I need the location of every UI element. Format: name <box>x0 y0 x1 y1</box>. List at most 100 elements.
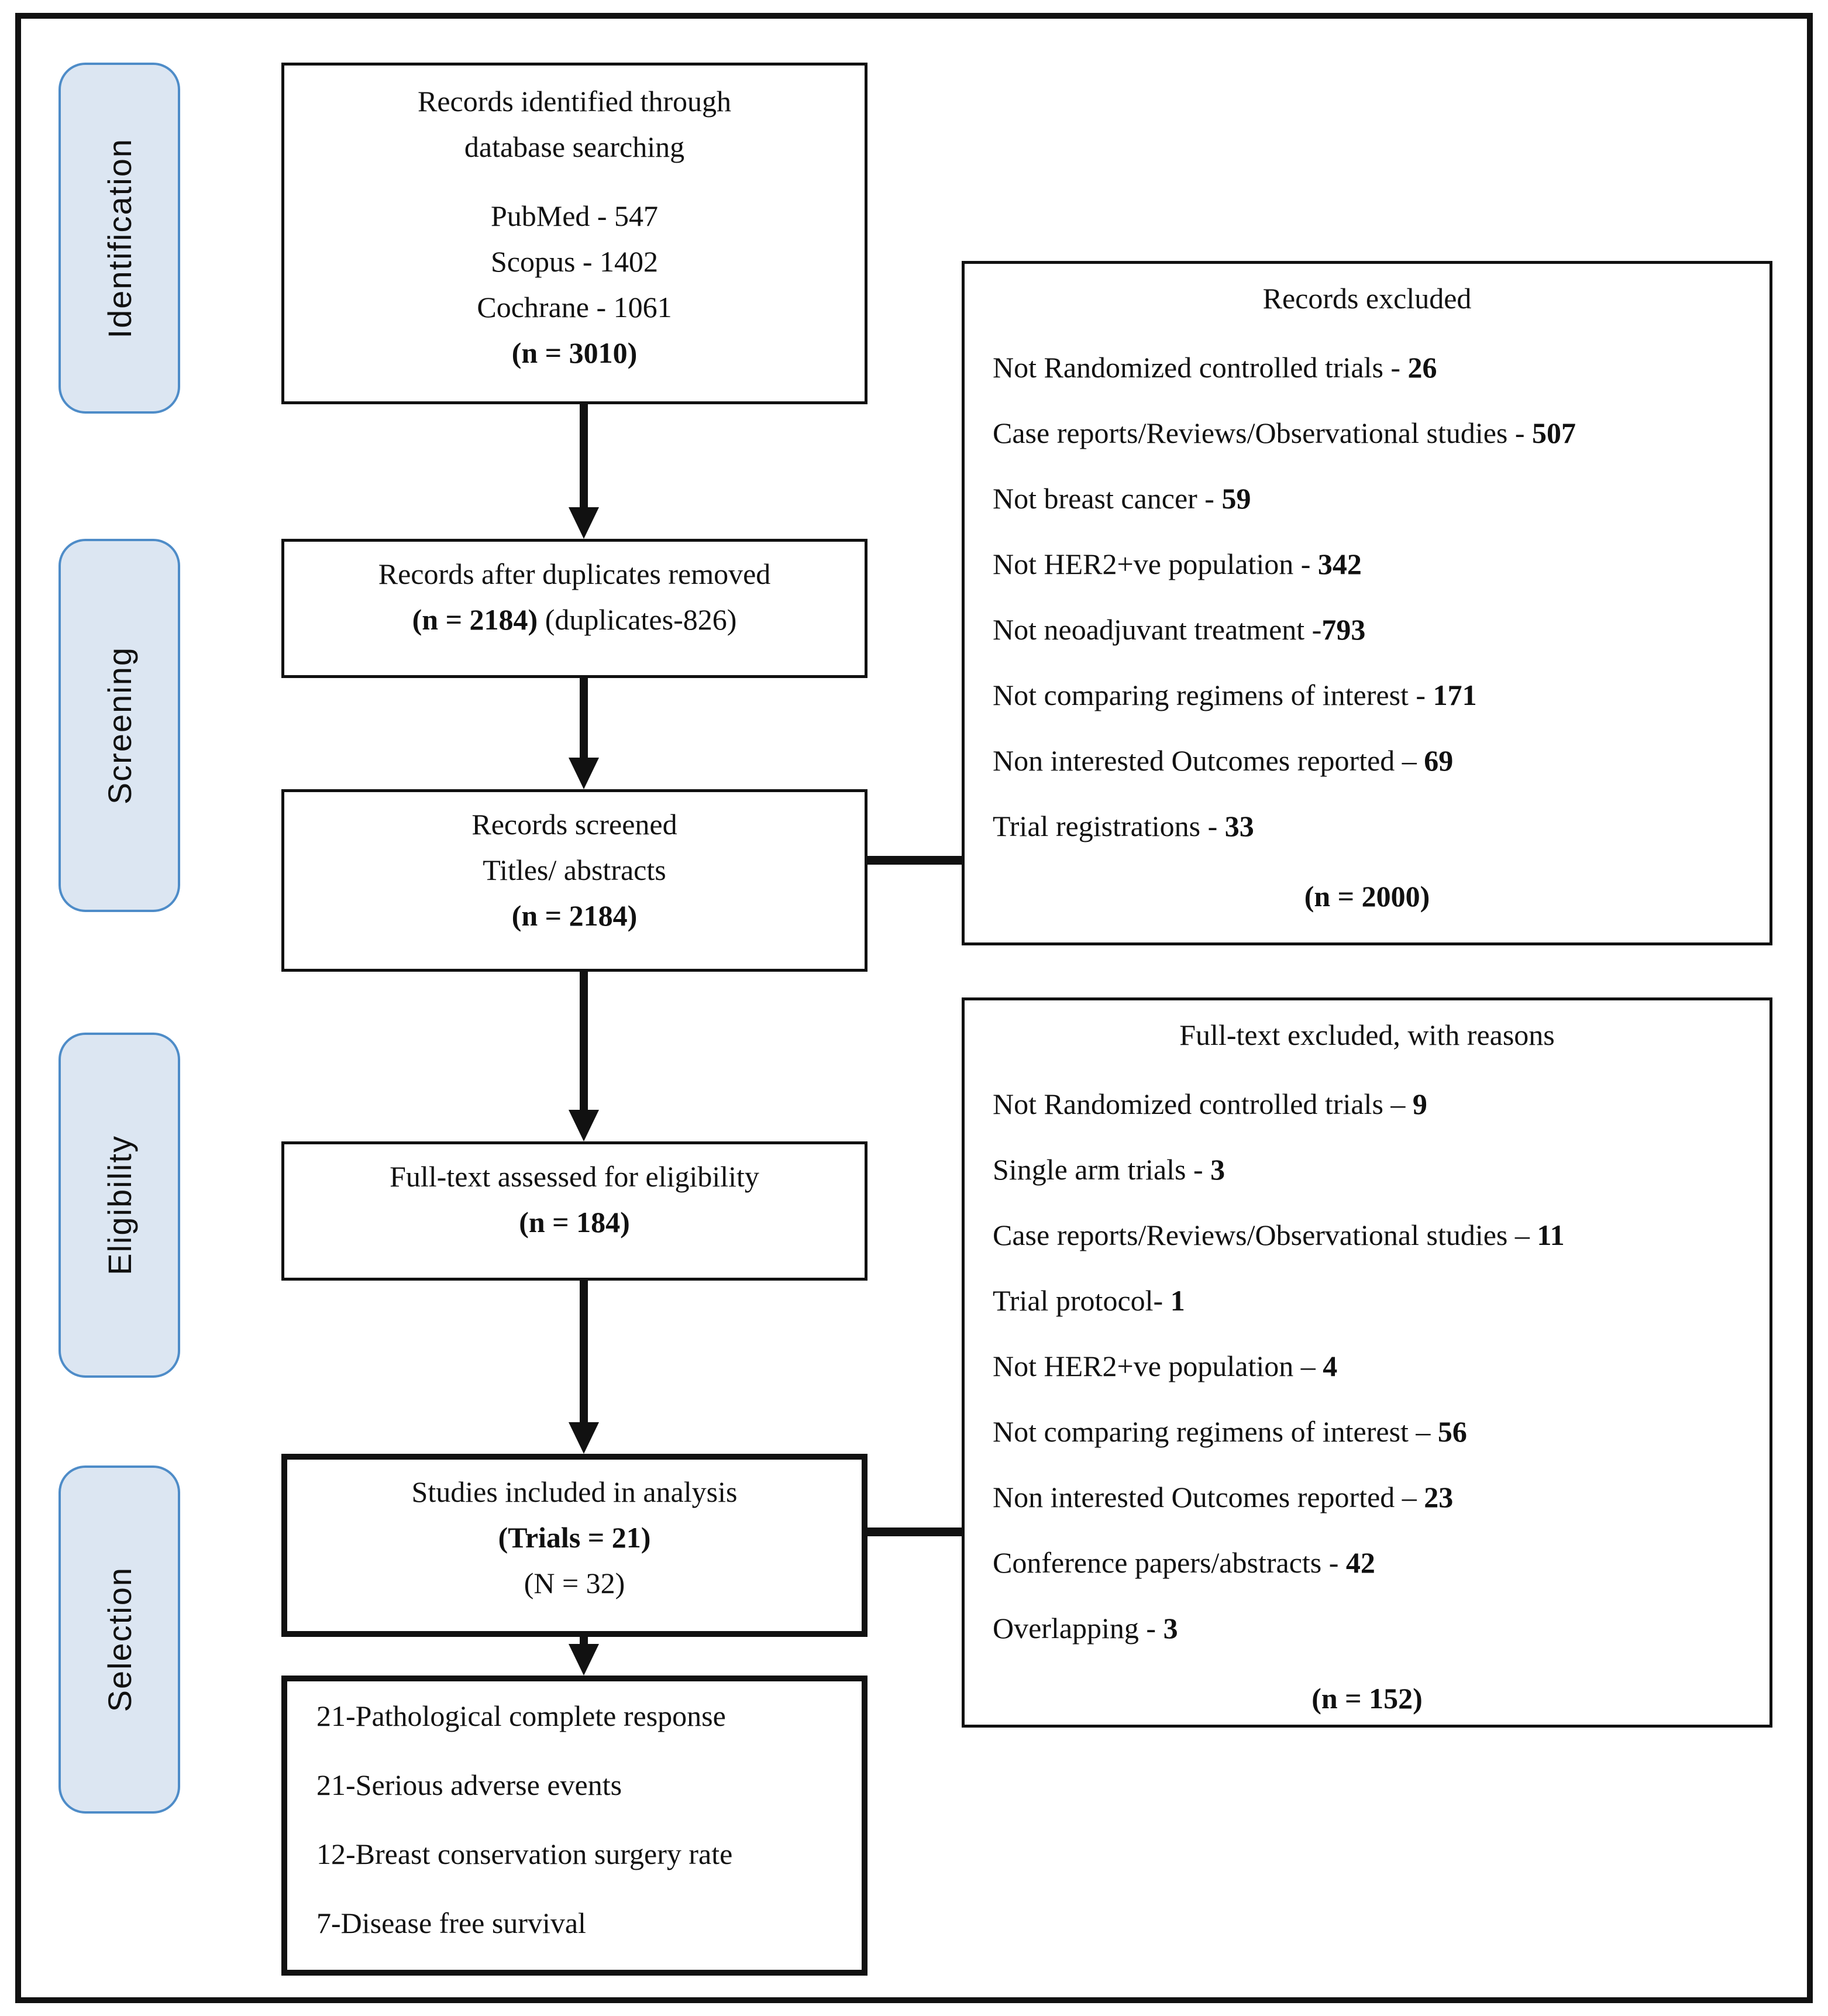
reason-label: Overlapping - <box>993 1612 1163 1645</box>
box-count-note: (N = 32) <box>524 1567 625 1599</box>
excluded-box-title: Full-text excluded, with reasons <box>1179 1019 1555 1051</box>
stage-screening: Screening <box>58 539 180 912</box>
reason-label: Non interested Outcomes reported – <box>993 744 1424 777</box>
reason-label: Not neoadjuvant treatment - <box>993 613 1322 646</box>
box-title-line: Records after duplicates removed <box>378 558 771 590</box>
box-title-line: Records identified through <box>418 85 731 118</box>
reason-label: Trial registrations - <box>993 810 1225 842</box>
reason-label: Not comparing regimens of interest – <box>993 1415 1438 1448</box>
stage-identification: Identification <box>58 63 180 414</box>
box-count-note: (duplicates-826) <box>538 603 737 636</box>
box-count-line: (n = 2184) (duplicates-826) <box>284 597 865 642</box>
connector-included-to-excluded <box>867 1528 962 1536</box>
reason-label: Trial protocol- <box>993 1284 1171 1317</box>
stage-label-identification: Identification <box>101 137 138 339</box>
reason-label: Not comparing regimens of interest - <box>993 679 1433 711</box>
reason-item: Non interested Outcomes reported – 69 <box>965 738 1770 783</box>
reason-count: 9 <box>1412 1088 1427 1120</box>
down-arrow-head <box>569 758 599 789</box>
down-arrow-shaft <box>580 678 588 759</box>
box-records-identified: Records identified through database sear… <box>281 63 867 404</box>
reason-count: 507 <box>1532 417 1576 449</box>
source-count: PubMed - 547 <box>490 199 659 232</box>
reason-item: Trial registrations - 33 <box>965 803 1770 849</box>
reason-item: Not comparing regimens of interest – 56 <box>965 1409 1770 1454</box>
down-arrow-shaft <box>580 404 588 508</box>
box-title-line: Studies included in analysis <box>411 1475 738 1508</box>
outcome-item: 12-Breast conservation surgery rate <box>316 1838 733 1870</box>
stage-selection: Selection <box>58 1465 180 1814</box>
reason-item: Single arm trials - 3 <box>965 1147 1770 1192</box>
down-arrow-head <box>569 1644 599 1676</box>
reason-count: 171 <box>1433 679 1477 711</box>
box-records-screened: Records screened Titles/ abstracts (n = … <box>281 789 867 972</box>
excluded-box-total: (n = 2000) <box>1304 880 1430 913</box>
outcome-item: 21-Pathological complete response <box>316 1700 726 1732</box>
reason-count: 3 <box>1210 1153 1225 1186</box>
stage-label-selection: Selection <box>101 1567 138 1712</box>
box-duplicates-removed: Records after duplicates removed (n = 21… <box>281 539 867 678</box>
stage-eligibility: Eligibility <box>58 1033 180 1378</box>
reason-item: Not HER2+ve population – 4 <box>965 1343 1770 1389</box>
reason-label: Single arm trials - <box>993 1153 1211 1186</box>
reason-count: 1 <box>1170 1284 1185 1317</box>
reason-count: 342 <box>1317 548 1362 580</box>
reason-label: Not Randomized controlled trials - <box>993 351 1408 384</box>
excluded-box-title: Records excluded <box>1262 282 1472 315</box>
stage-label-screening: Screening <box>101 646 138 805</box>
reason-item: Conference papers/abstracts - 42 <box>965 1540 1770 1585</box>
reason-item: Not comparing regimens of interest - 171 <box>965 672 1770 718</box>
reason-item: Not neoadjuvant treatment -793 <box>965 607 1770 652</box>
reason-count: 23 <box>1424 1481 1454 1513</box>
box-studies-included: Studies included in analysis (Trials = 2… <box>281 1454 867 1637</box>
reason-label: Case reports/Reviews/Observational studi… <box>993 417 1533 449</box>
excluded-box-total: (n = 152) <box>1311 1682 1423 1715</box>
reason-label: Conference papers/abstracts - <box>993 1546 1346 1579</box>
reason-item: Overlapping - 3 <box>965 1605 1770 1651</box>
source-count: Scopus - 1402 <box>490 245 659 278</box>
box-total: (n = 3010) <box>511 336 638 369</box>
reason-item: Case reports/Reviews/Observational studi… <box>965 410 1770 456</box>
box-fulltext-assessed: Full-text assessed for eligibility (n = … <box>281 1141 867 1281</box>
outcome-item: 21-Serious adverse events <box>316 1769 622 1801</box>
box-count: (n = 2184) <box>511 899 638 932</box>
reason-count: 793 <box>1321 613 1366 646</box>
down-arrow-head <box>569 1422 599 1454</box>
box-fulltext-excluded: Full-text excluded, with reasons Not Ran… <box>962 997 1772 1728</box>
source-count: Cochrane - 1061 <box>477 291 672 324</box>
down-arrow-shaft <box>580 1281 588 1423</box>
reason-count: 42 <box>1345 1546 1375 1579</box>
down-arrow-head <box>569 1110 599 1141</box>
box-title-line: database searching <box>464 130 685 163</box>
reason-count: 69 <box>1424 744 1454 777</box>
reason-label: Not HER2+ve population – <box>993 1350 1323 1382</box>
reason-label: Non interested Outcomes reported – <box>993 1481 1424 1513</box>
reason-count: 33 <box>1224 810 1254 842</box>
box-title-line: Full-text assessed for eligibility <box>390 1160 759 1193</box>
box-title-line: Titles/ abstracts <box>483 854 666 886</box>
box-count: (n = 2184) <box>412 603 538 636</box>
reason-item: Not HER2+ve population - 342 <box>965 541 1770 587</box>
reason-item: Not Randomized controlled trials – 9 <box>965 1081 1770 1127</box>
reason-count: 11 <box>1537 1219 1565 1251</box>
down-arrow-head <box>569 507 599 539</box>
reason-item: Case reports/Reviews/Observational studi… <box>965 1212 1770 1258</box>
reason-label: Not HER2+ve population - <box>993 548 1318 580</box>
reason-count: 59 <box>1221 482 1251 515</box>
outer-border <box>15 13 1813 2003</box>
box-records-excluded: Records excluded Not Randomized controll… <box>962 261 1772 945</box>
outcome-item: 7-Disease free survival <box>316 1907 586 1939</box>
reason-label: Not Randomized controlled trials – <box>993 1088 1413 1120</box>
reason-label: Case reports/Reviews/Observational studi… <box>993 1219 1537 1251</box>
down-arrow-shaft <box>580 972 588 1111</box>
box-outcomes: 21-Pathological complete response 21-Ser… <box>281 1676 867 1976</box>
stage-label-eligibility: Eligibility <box>101 1135 138 1275</box>
box-count: (n = 184) <box>519 1206 630 1239</box>
reason-item: Not breast cancer - 59 <box>965 476 1770 521</box>
box-count: (Trials = 21) <box>498 1521 651 1554</box>
connector-screened-to-excluded <box>867 856 962 865</box>
reason-count: 56 <box>1437 1415 1467 1448</box>
reason-item: Trial protocol- 1 <box>965 1278 1770 1323</box>
reason-count: 4 <box>1323 1350 1338 1382</box>
